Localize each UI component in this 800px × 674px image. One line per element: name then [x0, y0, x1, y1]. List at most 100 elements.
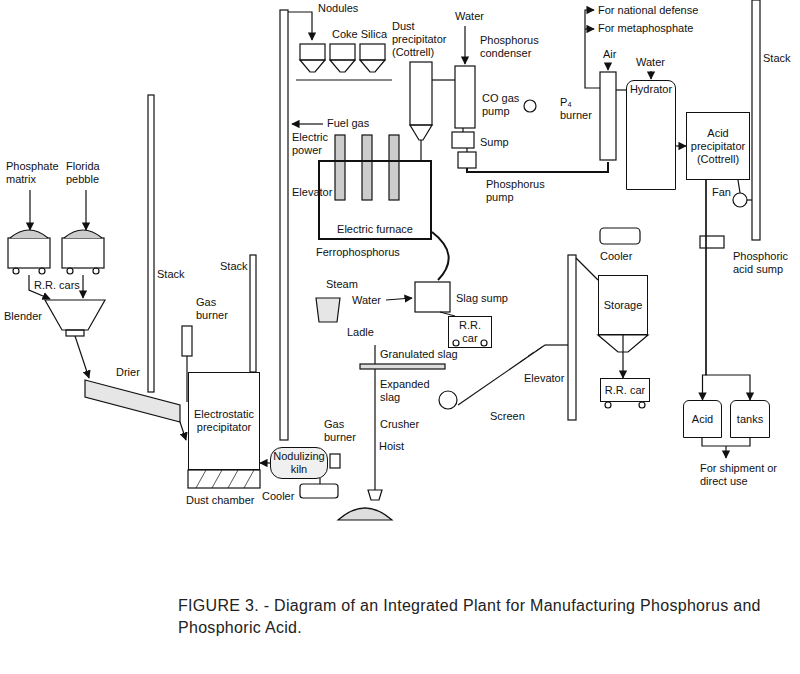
equipment-label: Dust chamber: [186, 494, 254, 507]
equipment-label: Fan: [712, 186, 731, 199]
plant-drawing: [8, 0, 760, 520]
hopper-car: [8, 230, 104, 299]
bucket-elevator: [280, 10, 288, 440]
equipment-label: Cooler: [262, 490, 294, 503]
hopper-car: [62, 238, 104, 268]
storage-silo: [639, 402, 645, 408]
feed-bin: [296, 79, 392, 80]
slag-handling: [453, 340, 459, 346]
equipment-label: Air: [603, 48, 616, 61]
fan: [747, 199, 752, 200]
tank-outlet: [725, 446, 726, 458]
equipment-label: Electric power: [292, 131, 332, 157]
feed-bin: [360, 60, 385, 72]
equipment-label: Stack: [763, 52, 791, 65]
gas-burner: [182, 326, 192, 356]
feed-bin: [330, 44, 355, 60]
dust-precipitator: [410, 125, 432, 140]
equipment-label: Drier: [116, 366, 140, 379]
fan: [700, 236, 724, 248]
p4-burner: [616, 89, 626, 90]
slag-handling: [386, 298, 412, 300]
hopper-car: [82, 275, 83, 298]
p4-burner: [600, 72, 616, 160]
equipment-label: Expanded slag: [380, 378, 432, 404]
phosphorus-condenser: [455, 66, 475, 128]
feed-arrow: [30, 190, 86, 230]
rail-car: R.R. car: [600, 378, 650, 402]
equipment-name: Hydrator: [630, 83, 672, 96]
hopper-car: [93, 268, 99, 274]
electrode: [335, 135, 399, 200]
hopper-car: [13, 268, 19, 274]
feed-bin: [300, 60, 325, 72]
equipment-label: Phosphoric acid sump: [733, 250, 793, 276]
feed-bin: [296, 44, 392, 80]
equipment-label: Stack: [220, 260, 248, 273]
hopper-car: [67, 268, 73, 274]
cooler-drum: [300, 484, 338, 498]
dust-chamber: [196, 470, 254, 488]
slag-handling: [439, 391, 457, 409]
slag-handling: [481, 340, 487, 346]
hopper-car: [8, 238, 50, 268]
feed-bin: [300, 44, 325, 60]
equipment-label: Hoist: [379, 440, 404, 453]
equipment-label: Coke Silica: [332, 28, 387, 41]
equipment-name: R.R. car: [451, 319, 489, 345]
equipment-label: Nodules: [318, 2, 358, 15]
equipment-label: Florida pebble: [66, 160, 110, 186]
phosphorus-condenser: [462, 128, 463, 132]
blender-hopper: [45, 300, 105, 330]
equipment-label: CO gas pump: [482, 92, 522, 118]
equipment-label: Phosphate matrix: [6, 160, 62, 186]
blender-hopper: [75, 336, 89, 378]
fan: [733, 193, 747, 207]
blender-hopper: [66, 330, 84, 336]
drier-drum: [85, 380, 180, 422]
blender-hopper: [45, 300, 105, 378]
hopper-car: [39, 268, 45, 274]
equipment-label: Blender: [4, 310, 42, 323]
phosphorus-condenser: [452, 132, 474, 148]
equipment-name: tanks: [737, 413, 763, 426]
hoist: [368, 490, 382, 500]
equipment-name: Acid: [692, 413, 713, 426]
kiln-cylinder: Nodulizing kiln: [270, 447, 328, 479]
p4-burner: [650, 71, 651, 79]
stack: [752, 0, 760, 240]
p4-burner: [585, 10, 600, 88]
slag-handling: [316, 232, 568, 409]
acid-tank: tanks: [730, 400, 770, 438]
bucket-elevator: [288, 12, 312, 40]
feed-arrow: [85, 190, 86, 230]
equipment-label: Ladle: [347, 326, 374, 339]
dust-precipitator: [410, 62, 455, 160]
p4-burner: [585, 28, 594, 29]
p4-burner: [607, 63, 608, 70]
drier-drum: [180, 422, 186, 440]
slag-handling: [316, 298, 340, 322]
hopper-car: [64, 230, 102, 238]
equipment-label: Sump: [480, 136, 509, 149]
electrode: [389, 135, 399, 200]
equipment-label: Dust precipitator (Cottrell): [392, 20, 452, 59]
phosphorus-condenser: [464, 26, 465, 64]
tank-outlet: [702, 438, 750, 446]
storage-silo: [605, 402, 611, 408]
cooler-drum: [600, 228, 640, 244]
fan: [738, 180, 740, 193]
equipment-label: For national defense: [598, 4, 698, 17]
equipment-label: Slag sump: [456, 292, 508, 305]
figure-caption: FIGURE 3. - Diagram of an Integrated Pla…: [178, 595, 768, 639]
hopper-car: [10, 230, 48, 238]
equipment-label: Ferrophosphorus: [316, 246, 400, 259]
feed-bin: [360, 44, 385, 60]
equipment-label: Screen: [490, 410, 525, 423]
equipment-label: For shipment or direct use: [700, 462, 784, 488]
equipment-label: Elevator: [524, 372, 564, 385]
equipment-label: Stack: [157, 268, 185, 281]
equipment-label: Steam: [326, 278, 358, 291]
